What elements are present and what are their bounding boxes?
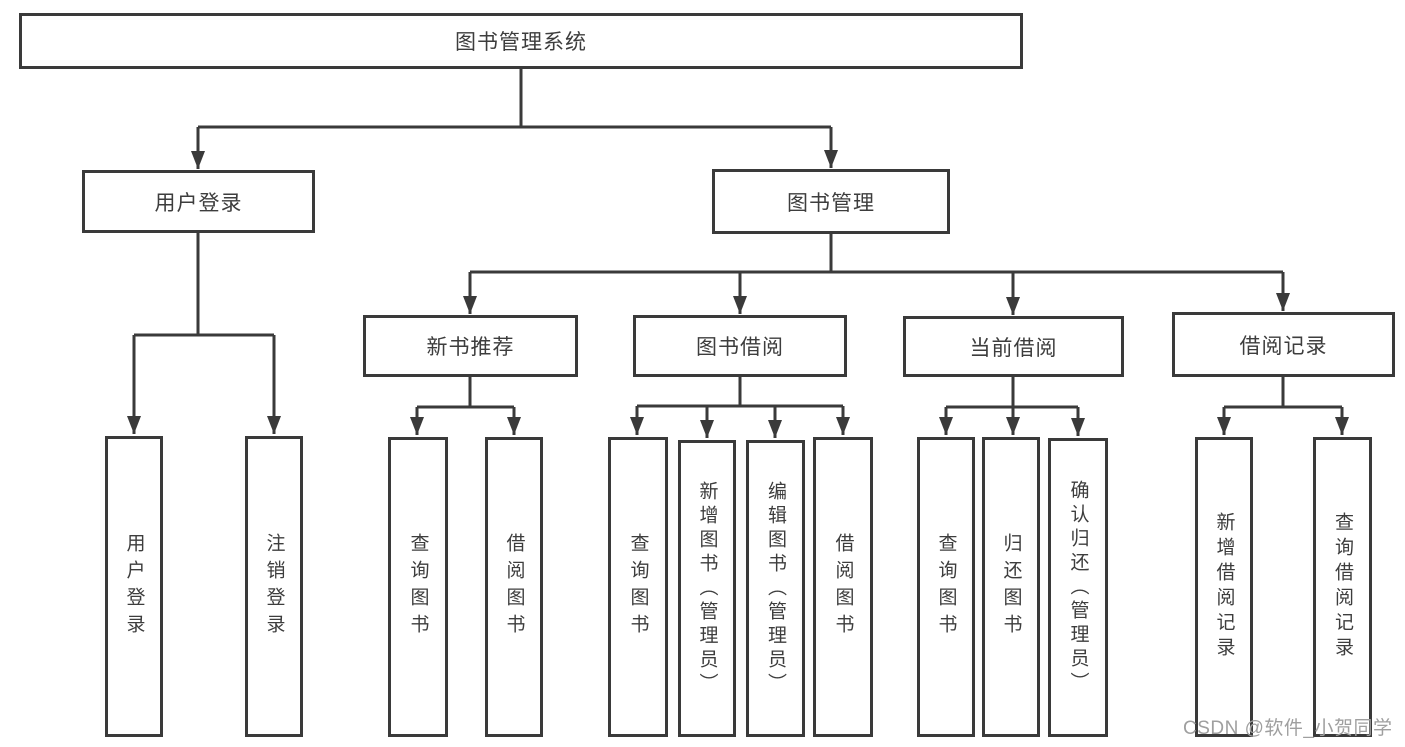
leaf-query-borrow-record: 查询借阅记录	[1313, 437, 1372, 737]
node-library-system: 图书管理系统	[19, 13, 1023, 69]
leaf-query-books: 查询图书	[388, 437, 448, 737]
leaf-add-borrow-record: 新增借阅记录	[1195, 437, 1253, 737]
node-borrowing-records: 借阅记录	[1172, 312, 1395, 377]
leaf-confirm-return-admin: 确认归还（管理员）	[1048, 438, 1108, 737]
node-book-management: 图书管理	[712, 169, 950, 234]
csdn-watermark: CSDN @软件_小贺同学	[1183, 718, 1393, 739]
leaf-borrow-books: 借阅图书	[485, 437, 543, 737]
leaf-logout: 注销登录	[245, 436, 303, 737]
leaf-edit-books-admin: 编辑图书（管理员）	[746, 440, 805, 737]
leaf-return-books: 归还图书	[982, 437, 1040, 737]
leaf-query-books: 查询图书	[917, 437, 975, 737]
leaf-query-books: 查询图书	[608, 437, 668, 737]
node-book-borrowing: 图书借阅	[633, 315, 847, 377]
leaf-user-login: 用户登录	[105, 436, 163, 737]
leaf-borrow-books: 借阅图书	[813, 437, 873, 737]
node-current-borrowing: 当前借阅	[903, 316, 1124, 377]
node-user-login: 用户登录	[82, 170, 315, 233]
leaf-add-books-admin: 新增图书（管理员）	[678, 440, 736, 737]
node-new-book-recommend: 新书推荐	[363, 315, 578, 377]
